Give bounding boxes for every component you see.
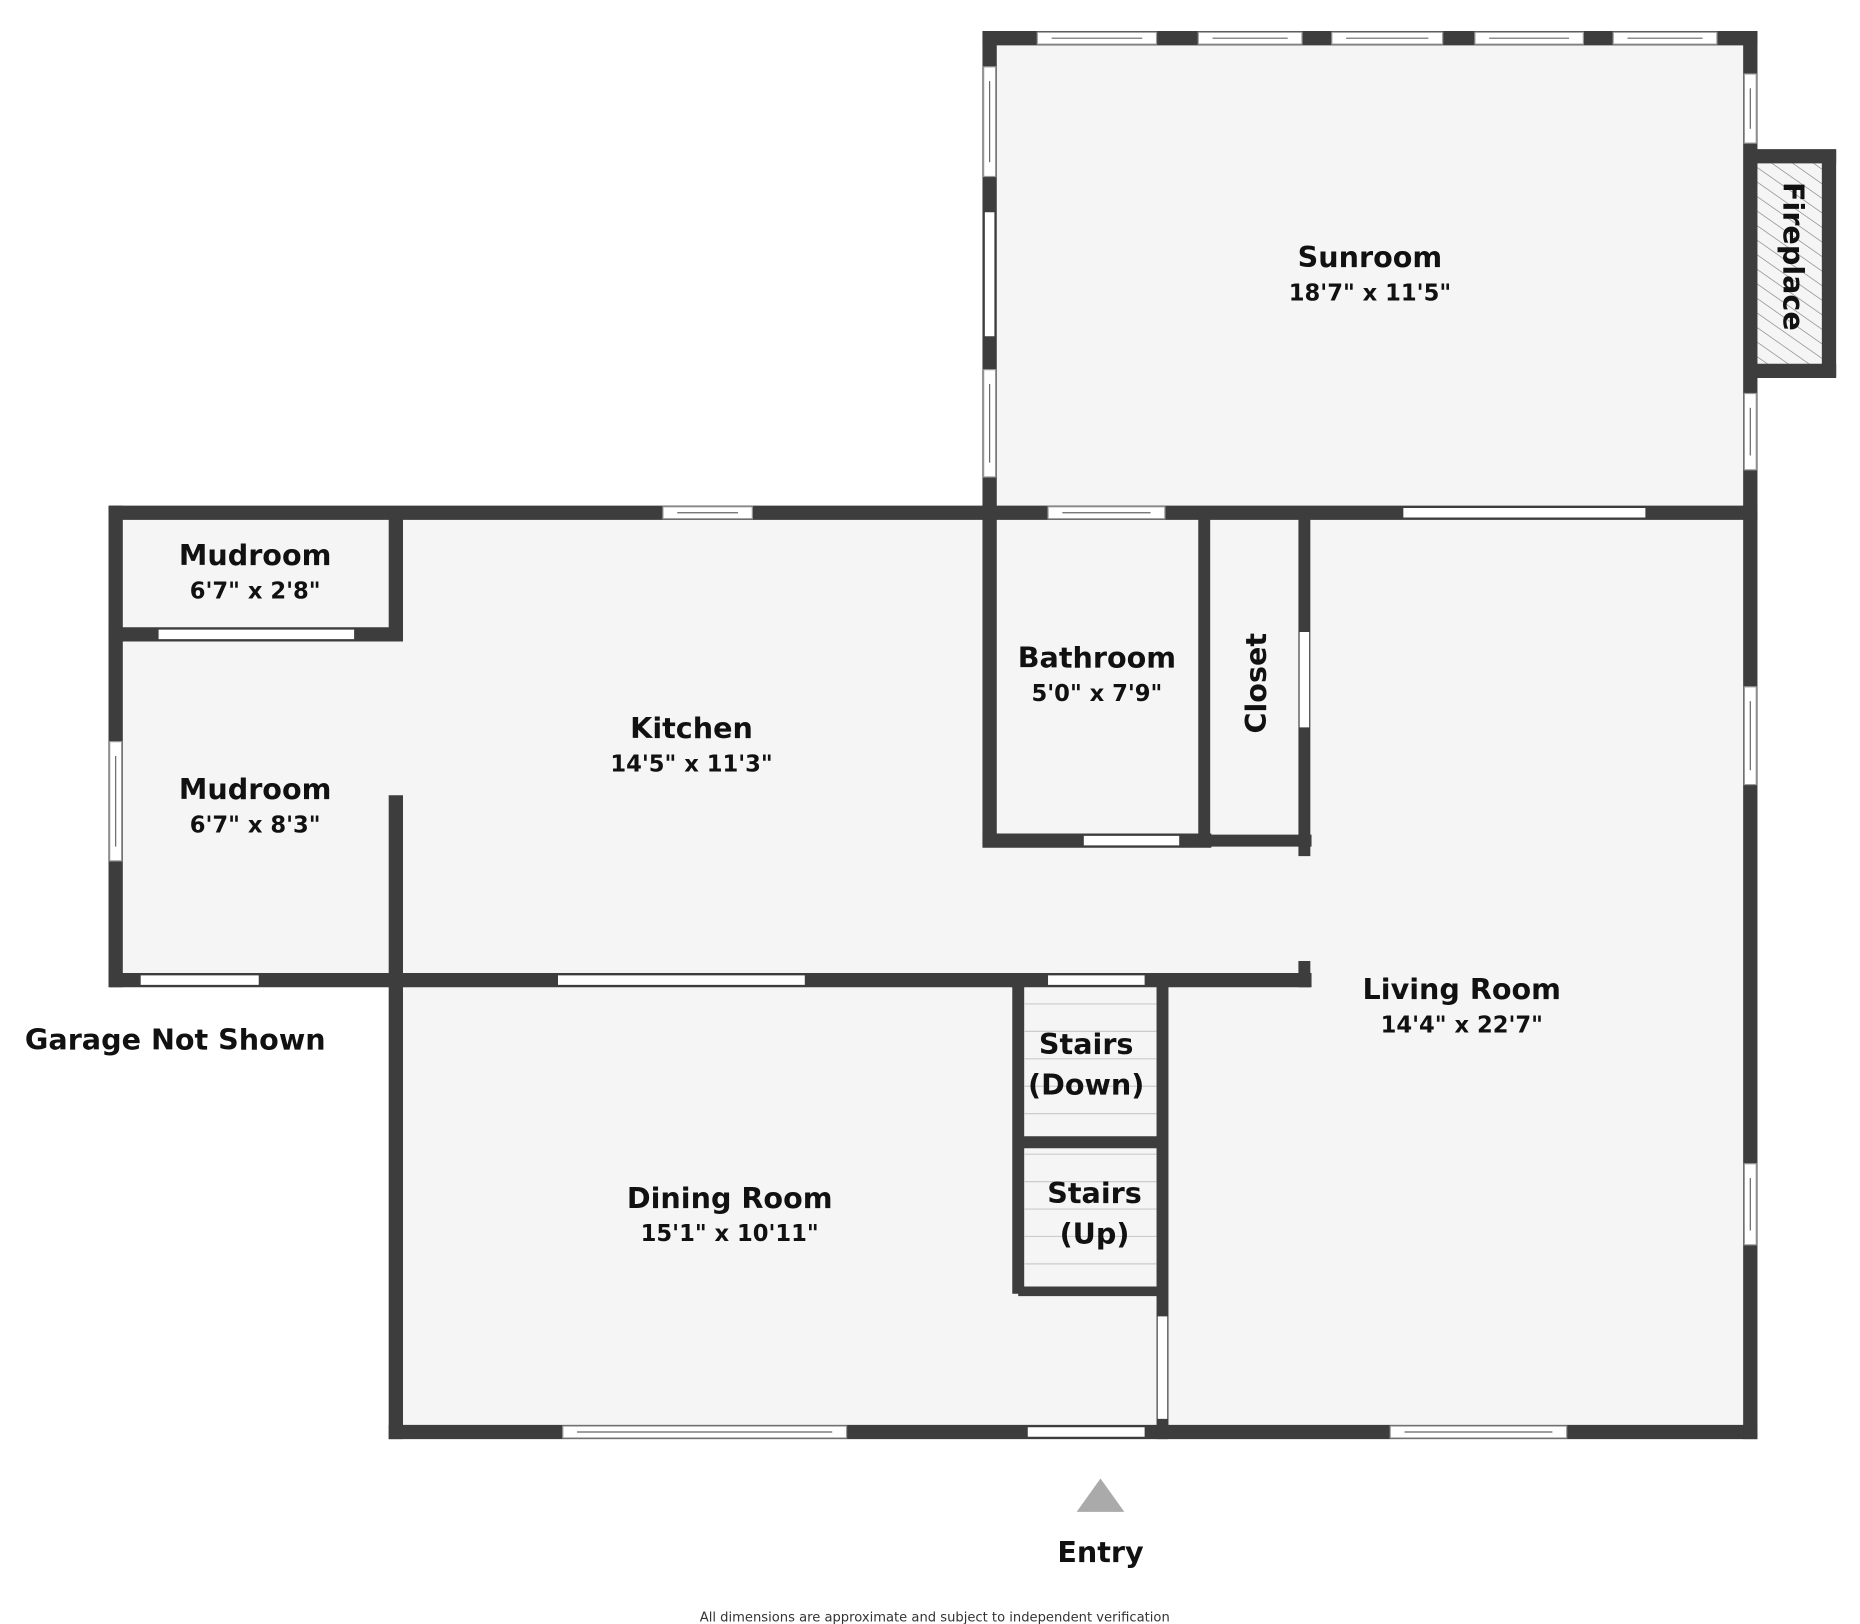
window-frame — [109, 741, 123, 862]
window-frame — [1743, 73, 1757, 144]
room-dims-bathroom: 5'0" x 7'9" — [1032, 681, 1163, 707]
window-frame — [1047, 506, 1166, 520]
floor-areas — [115, 38, 1829, 1432]
stairs-up-label: Stairs — [1047, 1176, 1142, 1210]
window-frame — [1612, 31, 1718, 45]
window-frame — [1743, 686, 1757, 786]
window-frame — [1743, 392, 1757, 471]
room-name-bathroom: Bathroom — [1018, 641, 1176, 675]
room-dims-mudroom-upper: 6'7" x 2'8" — [190, 579, 321, 605]
window-frame — [662, 506, 753, 520]
entry-label: Entry — [1057, 1535, 1144, 1569]
fireplace-hatch — [1757, 162, 1829, 368]
window-frame — [983, 66, 997, 178]
window-frame — [1474, 31, 1584, 45]
room-dims-sunroom: 18'7" x 11'5" — [1289, 281, 1451, 307]
window-frame — [1743, 1163, 1757, 1246]
stairs-up-label-2: (Up) — [1060, 1217, 1130, 1251]
stair-treads — [1024, 1003, 1157, 1265]
room-name-kitchen: Kitchen — [630, 711, 753, 745]
room-dims-dining-room: 15'1" x 10'11" — [641, 1221, 819, 1247]
stairs-down-label-2: (Down) — [1028, 1068, 1144, 1102]
room-name-living-room: Living Room — [1363, 972, 1561, 1006]
window-frame — [1197, 31, 1303, 45]
entry-arrow-icon — [1076, 1478, 1125, 1512]
garage-note: Garage Not Shown — [25, 1022, 326, 1056]
room-name-mudroom-lower: Mudroom — [179, 772, 332, 806]
room-name-mudroom-upper: Mudroom — [179, 538, 332, 572]
room-dims-kitchen: 14'5" x 11'3" — [610, 751, 772, 777]
room-dims-living-room: 14'4" x 22'7" — [1381, 1013, 1543, 1039]
window-frame — [1389, 1425, 1568, 1439]
window-frame — [983, 369, 997, 478]
stairs-down-label: Stairs — [1039, 1027, 1134, 1061]
room-name-closet: Closet — [1239, 633, 1273, 734]
windows — [109, 31, 1757, 1439]
room-name-fireplace: Fireplace — [1777, 182, 1811, 331]
window-frame — [562, 1425, 848, 1439]
disclaimer: All dimensions are approximate and subje… — [700, 1611, 1170, 1624]
room-name-dining-room: Dining Room — [627, 1181, 833, 1215]
window-frame — [1331, 31, 1444, 45]
room-dims-mudroom-lower: 6'7" x 8'3" — [190, 812, 321, 838]
window-frame — [1036, 31, 1158, 45]
room-name-sunroom: Sunroom — [1298, 240, 1443, 274]
